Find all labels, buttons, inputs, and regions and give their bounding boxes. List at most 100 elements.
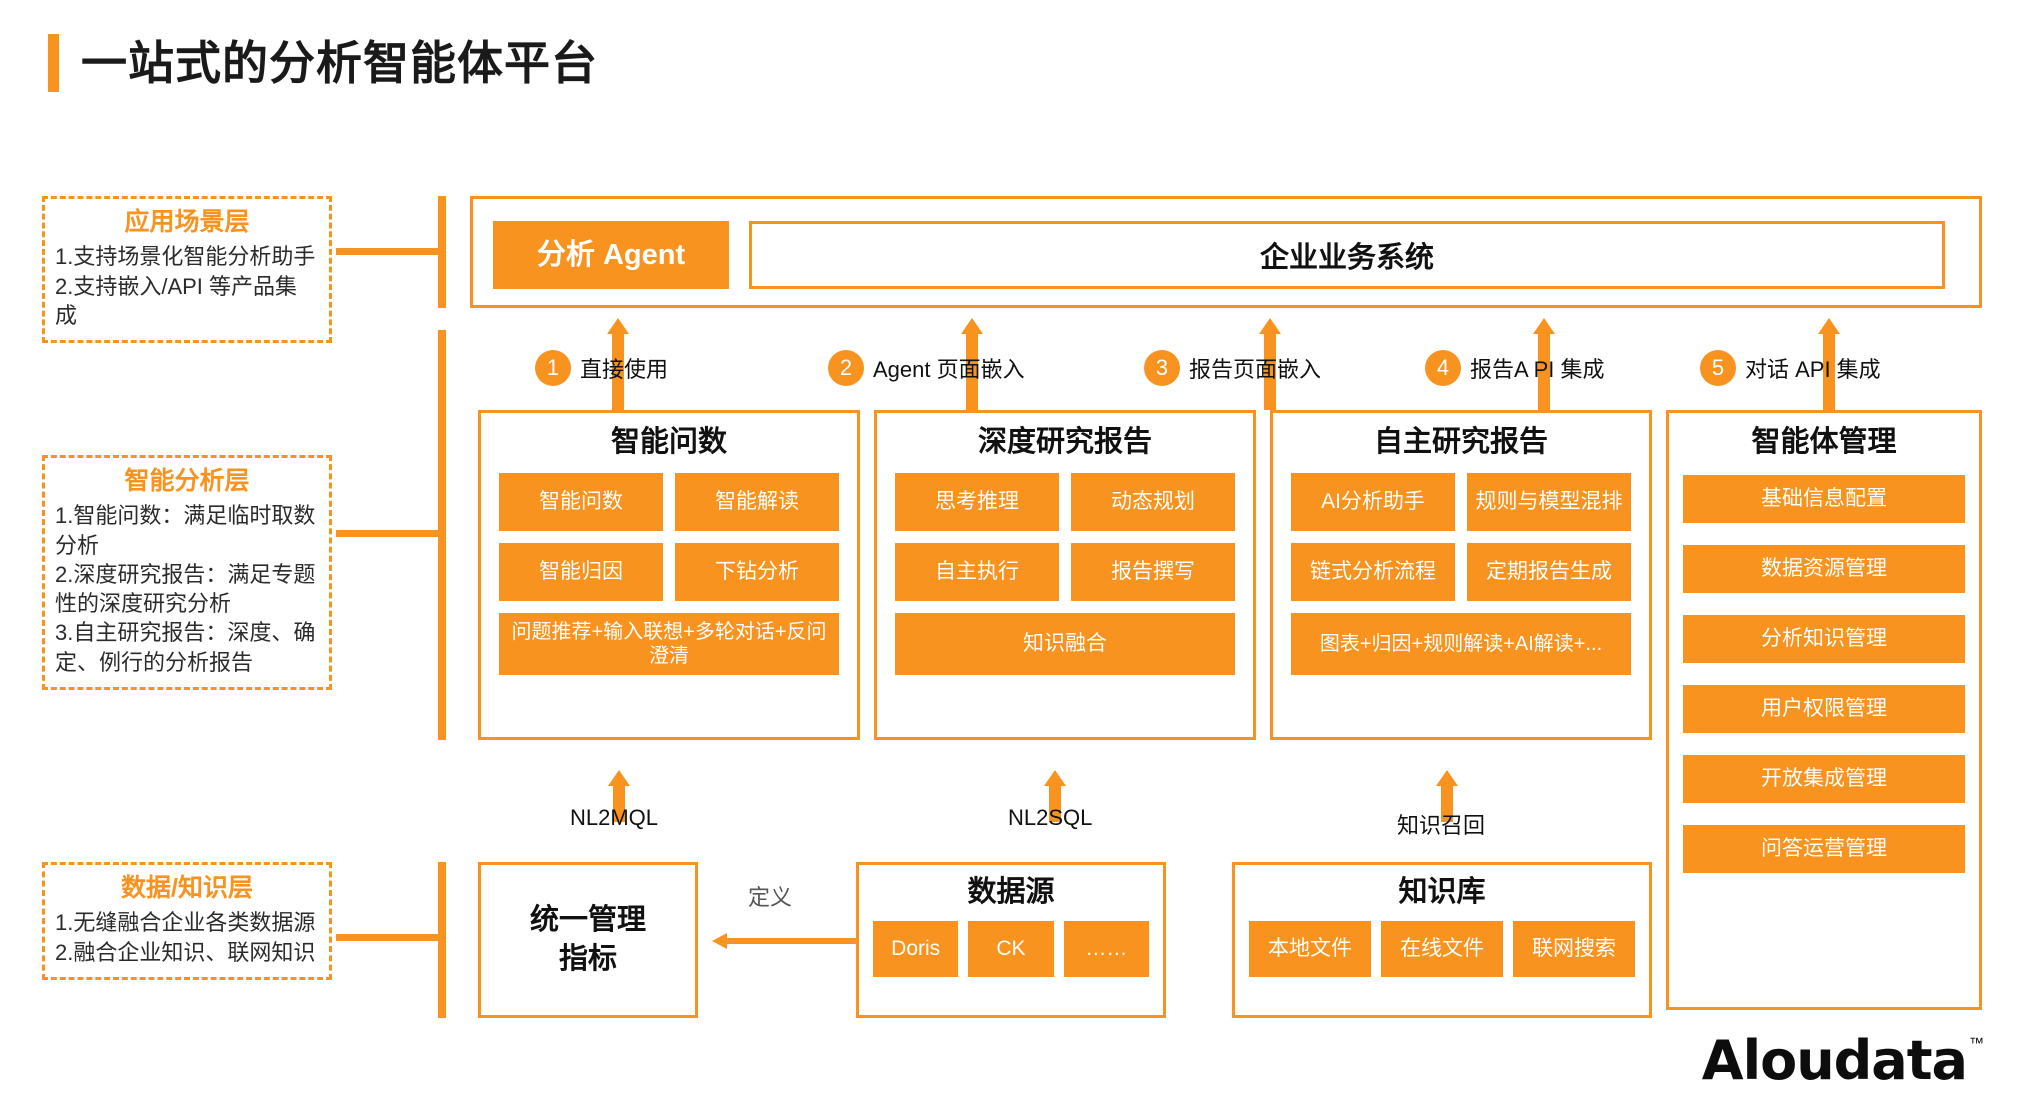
column-autonomous-research: 自主研究报告 AI分析助手 规则与模型混排 链式分析流程 定期报告生成 图表+归… <box>1270 410 1652 740</box>
integration-number-1: 1 <box>535 350 571 386</box>
data-source-chip-more[interactable]: …… <box>1063 920 1149 977</box>
mgmt-item-analysis-knowledge[interactable]: 分析知识管理 <box>1683 614 1965 663</box>
brace-stub <box>336 934 446 941</box>
title-accent-bar <box>48 34 59 92</box>
chip-deep-research-3[interactable]: 报告撰写 <box>1071 542 1235 601</box>
box-unified-metric-management: 统一管理 指标 <box>478 862 698 1018</box>
data-source-chip-ck[interactable]: CK <box>968 920 1054 977</box>
arrow-head <box>607 318 629 334</box>
integration-text-5: 对话 API 集成 <box>1745 357 1881 382</box>
arrow-shaft <box>1538 332 1550 410</box>
integration-text-4: 报告A PI 集成 <box>1470 357 1605 382</box>
knowledge-base-chip-local-file[interactable]: 本地文件 <box>1249 920 1371 977</box>
chip-autonomous-research-0[interactable]: AI分析助手 <box>1291 472 1455 531</box>
brace-data-layer <box>336 862 446 1018</box>
arrow-head <box>1533 318 1555 334</box>
chip-smart-query-wide[interactable]: 问题推荐+输入联想+多轮对话+反问澄清 <box>499 612 839 675</box>
arrow-head <box>608 770 630 786</box>
arrow-shaft <box>1823 332 1835 410</box>
legend-data-layer-line-2: 2.融合企业知识、联网知识 <box>55 939 316 965</box>
column-smart-query: 智能问数 智能问数 智能解读 智能归因 下钻分析 问题推荐+输入联想+多轮对话+… <box>478 410 860 740</box>
flow-arrow-nl2mql <box>608 770 630 822</box>
chip-smart-query-2[interactable]: 智能归因 <box>499 542 663 601</box>
knowledge-base-body: 知识库 本地文件 在线文件 联网搜索 <box>1235 865 1649 977</box>
page-title-text: 一站式的分析智能体平台 <box>81 37 598 89</box>
data-source-chip-row: Doris CK …… <box>859 920 1163 977</box>
data-source-title: 数据源 <box>967 876 1055 908</box>
chip-autonomous-research-2[interactable]: 链式分析流程 <box>1291 542 1455 601</box>
integration-arrow-3 <box>1259 318 1281 410</box>
flow-label-nl2mql: NL2MQL <box>570 805 659 830</box>
integration-label-4: 4 报告A PI 集成 <box>1425 350 1604 386</box>
mgmt-item-data-resource[interactable]: 数据资源管理 <box>1683 544 1965 593</box>
knowledge-base-title: 知识库 <box>1398 876 1486 908</box>
data-source-body: 数据源 Doris CK …… <box>859 865 1163 977</box>
column-deep-research: 深度研究报告 思考推理 动态规划 自主执行 报告撰写 知识融合 <box>874 410 1256 740</box>
chip-smart-query-3[interactable]: 下钻分析 <box>675 542 839 601</box>
knowledge-base-chip-online-file[interactable]: 在线文件 <box>1381 920 1503 977</box>
data-source-chip-doris[interactable]: Doris <box>873 920 959 977</box>
legend-analysis-layer-line-6: 定、例行的分析报告 <box>55 649 254 675</box>
analysis-agent-chip[interactable]: 分析 Agent <box>493 221 729 289</box>
box-knowledge-base: 知识库 本地文件 在线文件 联网搜索 <box>1232 862 1652 1018</box>
chip-autonomous-research-3[interactable]: 定期报告生成 <box>1467 542 1631 601</box>
flow-arrow-knowledge-recall <box>1436 770 1458 822</box>
integration-arrow-2 <box>961 318 983 410</box>
unified-metric-line-2: 指标 <box>558 943 617 975</box>
flow-label-nl2sql: NL2SQL <box>1008 805 1093 830</box>
arrow-shaft <box>726 938 858 944</box>
chip-autonomous-research-1[interactable]: 规则与模型混排 <box>1467 472 1631 531</box>
integration-label-5: 5 对话 API 集成 <box>1700 350 1881 386</box>
application-layer-panel: 分析 Agent 企业业务系统 <box>470 196 1982 308</box>
flow-label-knowledge-recall: 知识召回 <box>1397 813 1486 838</box>
legend-data-layer-line-1: 1.无缝融合企业各类数据源 <box>55 910 316 936</box>
arrow-shaft <box>612 332 624 410</box>
chip-deep-research-0[interactable]: 思考推理 <box>895 472 1059 531</box>
aloudata-logo-text: Aloudata <box>1701 1029 1968 1092</box>
agent-management-list: 基础信息配置 数据资源管理 分析知识管理 用户权限管理 开放集成管理 问答运营管… <box>1669 474 1979 873</box>
legend-data-layer-title: 数据/知识层 <box>121 874 253 902</box>
legend-analysis-layer-line-1: 1.智能问数：满足临时取数 <box>55 503 316 529</box>
column-smart-query-body: 智能问数 智能问数 智能解读 智能归因 下钻分析 问题推荐+输入联想+多轮对话+… <box>481 413 857 691</box>
chip-deep-research-2[interactable]: 自主执行 <box>895 542 1059 601</box>
chip-deep-research-wide[interactable]: 知识融合 <box>895 612 1235 675</box>
legend-analysis-layer-title: 智能分析层 <box>124 467 250 495</box>
integration-label-1: 1 直接使用 <box>535 350 668 386</box>
integration-label-3: 3 报告页面嵌入 <box>1144 350 1321 386</box>
column-autonomous-research-body: 自主研究报告 AI分析助手 规则与模型混排 链式分析流程 定期报告生成 图表+归… <box>1273 413 1649 691</box>
business-system-box[interactable]: 企业业务系统 <box>749 221 1945 289</box>
integration-arrow-5 <box>1818 318 1840 410</box>
integration-number-4: 4 <box>1425 350 1461 386</box>
mgmt-item-qa-operation[interactable]: 问答运营管理 <box>1683 824 1965 873</box>
chip-smart-query-1[interactable]: 智能解读 <box>675 472 839 531</box>
knowledge-base-chip-web-search[interactable]: 联网搜索 <box>1513 920 1635 977</box>
legend-analysis-layer-line-4: 性的深度研究分析 <box>55 591 232 616</box>
arrow-shaft <box>1441 784 1453 822</box>
unified-metric-line-1: 统一管理 <box>529 903 646 936</box>
column-agent-management-body: 智能体管理 基础信息配置 数据资源管理 分析知识管理 用户权限管理 开放集成管理… <box>1669 413 1979 873</box>
chip-smart-query-0[interactable]: 智能问数 <box>499 472 663 531</box>
arrow-head <box>712 933 727 949</box>
mgmt-item-user-permission[interactable]: 用户权限管理 <box>1683 684 1965 733</box>
column-smart-query-title: 智能问数 <box>610 426 727 458</box>
legend-application-layer-line-1: 1.支持场景化智能分析助手 <box>55 244 316 270</box>
arrow-head <box>1818 318 1840 334</box>
chip-deep-research-1[interactable]: 动态规划 <box>1071 472 1235 531</box>
define-arrow <box>712 933 858 949</box>
arrow-head <box>1436 770 1458 786</box>
brace-application-layer <box>336 196 446 308</box>
integration-label-2: 2 Agent 页面嵌入 <box>828 350 1025 386</box>
arrow-shaft <box>1264 332 1276 410</box>
define-label: 定义 <box>748 885 793 910</box>
mgmt-item-open-integration[interactable]: 开放集成管理 <box>1683 754 1965 803</box>
aloudata-logo: Aloudata ™ <box>1702 1029 1984 1092</box>
integration-text-3: 报告页面嵌入 <box>1189 357 1322 382</box>
column-deep-research-body: 深度研究报告 思考推理 动态规划 自主执行 报告撰写 知识融合 <box>877 413 1253 691</box>
chip-autonomous-research-wide[interactable]: 图表+归因+规则解读+AI解读+... <box>1291 612 1631 675</box>
column-autonomous-research-title: 自主研究报告 <box>1373 426 1548 458</box>
mgmt-item-basic-info[interactable]: 基础信息配置 <box>1683 474 1965 523</box>
arrow-shaft <box>613 784 625 822</box>
arrow-head <box>1044 770 1066 786</box>
integration-number-5: 5 <box>1700 350 1736 386</box>
